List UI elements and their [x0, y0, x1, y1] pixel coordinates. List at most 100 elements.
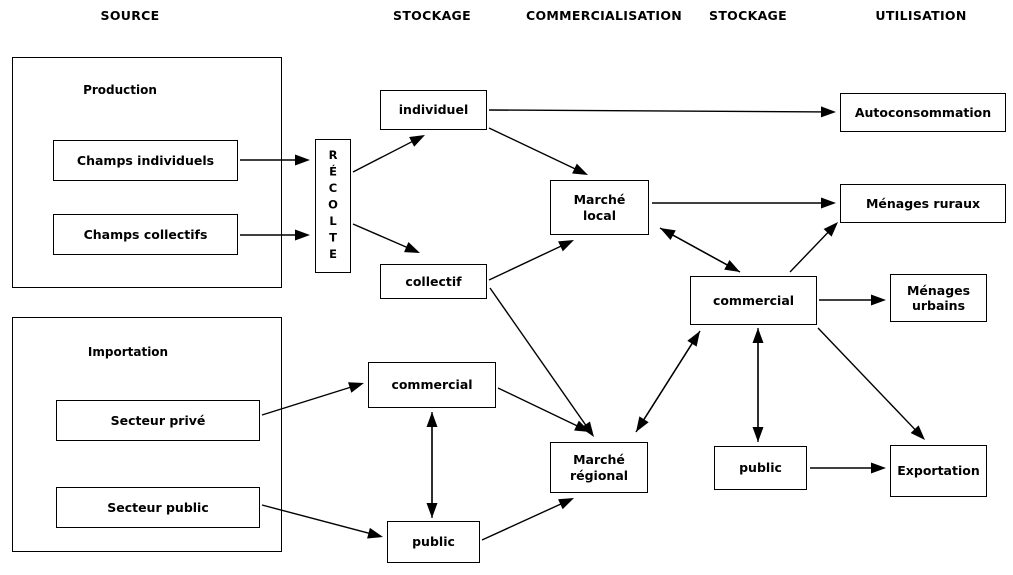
- node-autoconsommation[interactable]: Autoconsommation: [840, 93, 1006, 132]
- group-title-importation: Importation: [87, 345, 169, 359]
- node-import_public[interactable]: public: [387, 521, 480, 563]
- node-marche_local[interactable]: Marché local: [550, 180, 649, 235]
- node-label-marche_local: Marché local: [573, 192, 626, 223]
- arrowhead-icon: [687, 331, 700, 347]
- edge-public-to-commercial-up: [752, 328, 764, 442]
- node-marche_regional[interactable]: Marché régional: [550, 442, 648, 493]
- arrowhead-icon: [820, 106, 836, 118]
- node-import_commercial[interactable]: commercial: [368, 362, 496, 408]
- arrowhead-icon: [367, 527, 383, 539]
- edge-line: [489, 287, 589, 429]
- edge-line: [352, 139, 416, 173]
- arrowhead-icon: [636, 416, 649, 432]
- column-header-source-0: SOURCE: [100, 8, 160, 23]
- edge-line: [497, 387, 581, 428]
- edge-line: [659, 227, 731, 268]
- edge-commercial-to-public-down: [752, 328, 764, 442]
- edge-commercial-to-exportation: [817, 327, 925, 440]
- arrowhead-icon: [580, 421, 594, 437]
- node-label-exportation: Exportation: [897, 463, 980, 479]
- arrowhead-icon: [752, 427, 764, 442]
- arrowhead-icon: [295, 154, 310, 166]
- node-label-secteur_public: Secteur public: [107, 499, 209, 515]
- arrowhead-icon: [426, 412, 438, 427]
- node-label-champs_individuels: Champs individuels: [76, 152, 215, 168]
- edge-individuel-to-autoconsommation: [488, 106, 836, 118]
- edge-import-commercial-to-marche-regional: [497, 387, 590, 432]
- node-secteur_public[interactable]: Secteur public: [56, 487, 260, 528]
- edge-commercial-to-menages-ruraux: [789, 222, 838, 273]
- arrowhead-icon: [426, 503, 438, 518]
- group-box-importation: [12, 317, 282, 552]
- arrowhead-icon: [295, 229, 310, 241]
- edge-line: [488, 109, 826, 113]
- node-commercial_stockage[interactable]: commercial: [690, 276, 817, 325]
- node-label-marche_regional: Marché régional: [569, 452, 629, 483]
- node-label-commercial_stockage: commercial: [712, 292, 795, 308]
- node-label-import_commercial: commercial: [391, 377, 473, 393]
- node-label-stockage_collectif: collectif: [405, 273, 462, 289]
- edge-line: [635, 339, 695, 433]
- edge-import-public-to-marche-regional: [481, 498, 574, 541]
- edge-import-public-to-commercial: [426, 412, 438, 518]
- node-label-champs_collectifs: Champs collectifs: [83, 226, 208, 242]
- arrowhead-icon: [404, 241, 420, 253]
- node-menages_urbains[interactable]: Ménages urbains: [890, 274, 987, 322]
- node-champs_collectifs[interactable]: Champs collectifs: [53, 214, 238, 255]
- edge-commercial-to-menages-urbains: [819, 294, 886, 306]
- node-stockage_collectif[interactable]: collectif: [380, 264, 487, 299]
- arrowhead-icon: [409, 135, 425, 147]
- node-champs_individuels[interactable]: Champs individuels: [53, 140, 238, 181]
- edge-line: [352, 223, 411, 250]
- edge-line: [488, 127, 579, 172]
- node-secteur_prive[interactable]: Secteur privé: [56, 400, 260, 441]
- edge-line: [488, 243, 565, 281]
- arrowhead-icon: [910, 425, 925, 440]
- arrowhead-icon: [871, 462, 886, 474]
- edge-individuel-to-marche-local: [488, 127, 588, 175]
- edge-marche-local-to-menages-ruraux: [652, 197, 836, 209]
- arrowhead-icon: [660, 228, 676, 241]
- edge-recolte-to-individuel: [352, 135, 425, 173]
- arrowhead-icon: [348, 382, 364, 393]
- edge-line: [789, 229, 832, 273]
- column-header-stockage-1: STOCKAGE: [393, 8, 471, 23]
- edge-public-to-exportation: [810, 462, 886, 474]
- edge-line: [481, 501, 565, 541]
- edge-marche-regional-to-commercial: [635, 331, 700, 433]
- node-stockage_individuel[interactable]: individuel: [380, 90, 487, 130]
- column-header-stockage-3: STOCKAGE: [709, 8, 787, 23]
- column-header-commercialisation-2: COMMERCIALISATION: [525, 8, 683, 23]
- edge-collectif-to-marche-local: [488, 240, 574, 281]
- node-label-secteur_prive: Secteur privé: [110, 412, 206, 428]
- node-recolte[interactable]: RÉCOLTE: [315, 139, 351, 273]
- node-label-stockage_individuel: individuel: [398, 102, 469, 118]
- arrowhead-icon: [558, 498, 574, 510]
- edge-collectif-to-marche-regional: [489, 287, 594, 437]
- arrowhead-icon: [821, 197, 836, 209]
- edge-commercial-to-marche-local-up: [660, 228, 741, 273]
- node-label-import_public: public: [412, 534, 455, 550]
- edge-commercial-to-marche-regional: [636, 330, 701, 432]
- node-label-menages_urbains: Ménages urbains: [906, 282, 971, 313]
- node-label-public_stockage: public: [739, 460, 782, 476]
- node-label-autoconsommation: Autoconsommation: [854, 104, 992, 120]
- node-menages_ruraux[interactable]: Ménages ruraux: [840, 184, 1006, 223]
- arrowhead-icon: [724, 259, 740, 272]
- arrowhead-icon: [558, 240, 574, 252]
- edge-recolte-to-collectif: [352, 223, 420, 253]
- edge-marche-local-commercial-down: [659, 227, 740, 272]
- node-public_stockage[interactable]: public: [714, 446, 807, 490]
- node-label-menages_ruraux: Ménages ruraux: [865, 195, 981, 211]
- arrowhead-icon: [572, 163, 588, 175]
- arrowhead-icon: [752, 328, 764, 343]
- arrowhead-icon: [871, 294, 886, 306]
- edge-import-commercial-to-public: [426, 412, 438, 518]
- column-header-utilisation-4: UTILISATION: [875, 8, 967, 23]
- node-exportation[interactable]: Exportation: [890, 445, 987, 497]
- edge-line: [641, 330, 701, 424]
- edge-line: [817, 327, 919, 433]
- group-box-production: [12, 57, 282, 288]
- arrowhead-icon: [574, 420, 590, 432]
